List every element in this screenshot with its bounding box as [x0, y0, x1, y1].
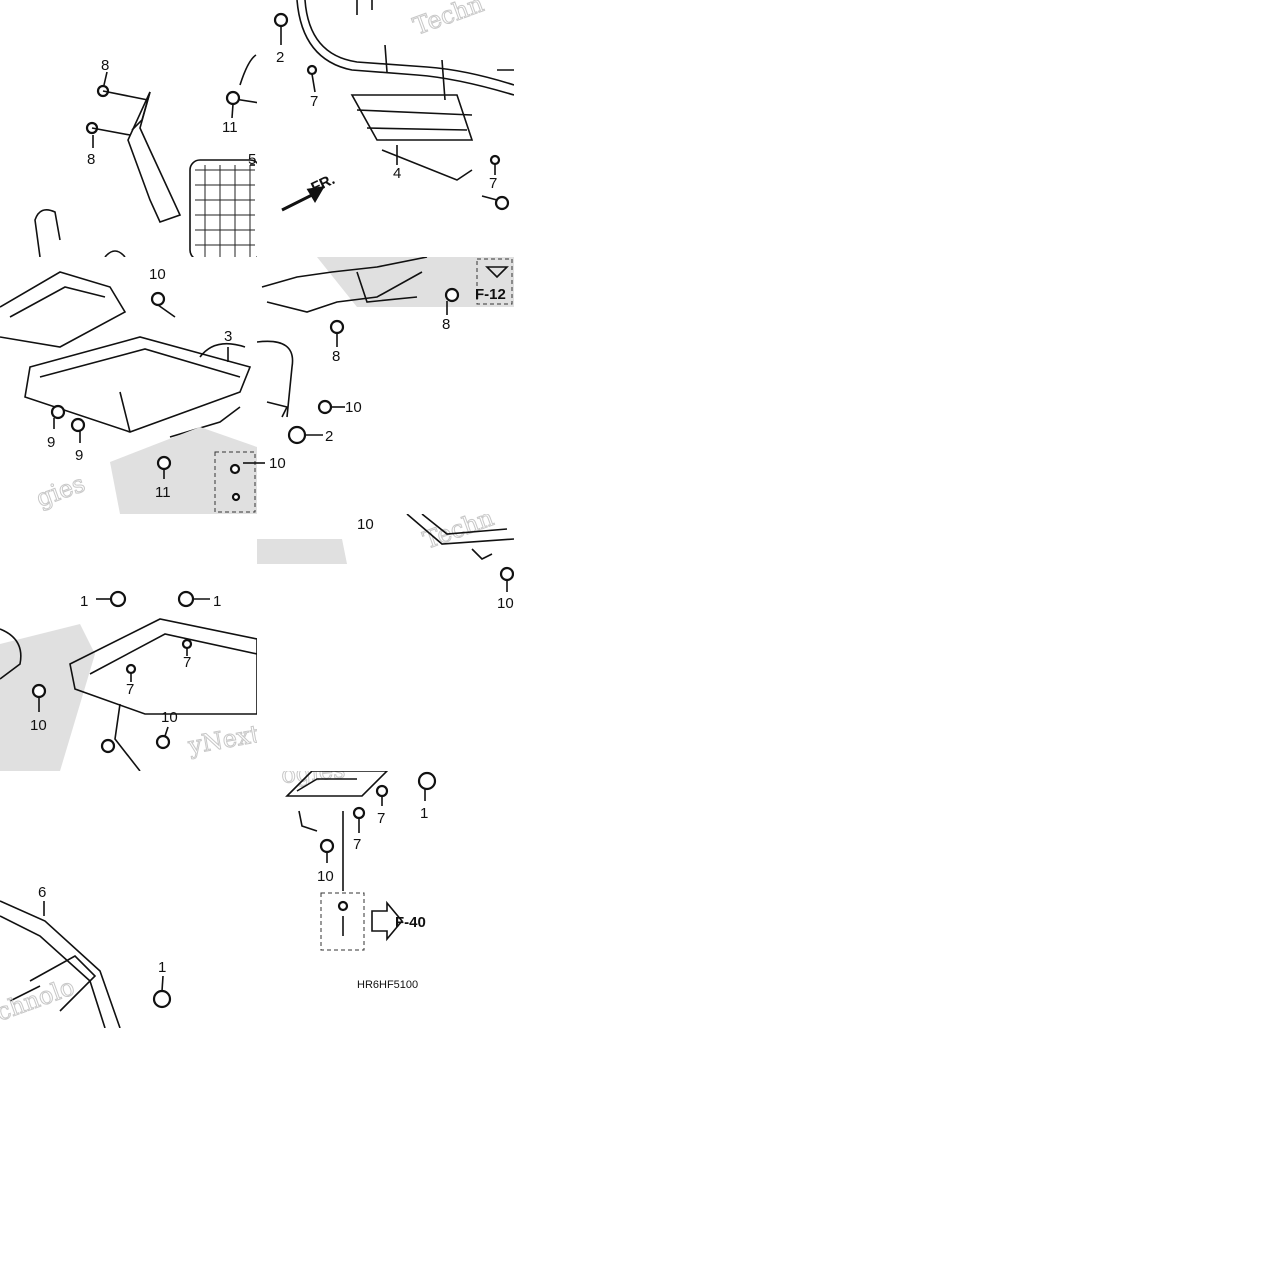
- ref-label: F-12: [475, 286, 506, 303]
- callout: 7: [353, 836, 361, 853]
- callout: 5: [248, 151, 256, 168]
- tile-rear-fasteners: ogies F-40 HR6HF5100 7 7 1 10: [257, 771, 514, 1028]
- tile-front-carrier: gies 10 3 9 9 11: [0, 257, 257, 514]
- svg-text:yNext: yNext: [185, 720, 257, 760]
- callout: 10: [357, 516, 374, 533]
- callout: 1: [420, 805, 428, 822]
- callout: 1: [213, 593, 221, 610]
- tile-front-bumper: Techn FR. 2 7 4 7: [257, 0, 514, 257]
- svg-text:ogies: ogies: [280, 771, 346, 789]
- callout: 7: [310, 93, 318, 110]
- svg-text:gies: gies: [32, 469, 88, 512]
- callout: 10: [161, 709, 178, 726]
- callout: 8: [101, 57, 109, 74]
- tile-rear-carrier: yNext 1 1 7 7 10 10: [0, 514, 257, 771]
- callout: 9: [75, 447, 83, 464]
- callout: 10: [317, 868, 334, 885]
- callout: 11: [155, 484, 171, 501]
- callout: 8: [332, 348, 340, 365]
- callout: 7: [183, 654, 191, 671]
- callout: 7: [377, 810, 385, 827]
- callout: 10: [345, 399, 362, 416]
- diagram-code: HR6HF5100: [357, 979, 418, 991]
- svg-text:Techn: Techn: [409, 0, 487, 41]
- tile-fragment: Techn 10 10: [257, 514, 514, 614]
- callout: 2: [325, 428, 333, 445]
- callout: 10: [30, 717, 47, 734]
- callout: 10: [497, 595, 514, 612]
- callout: 8: [442, 316, 450, 333]
- callout: 7: [126, 681, 134, 698]
- callout: 10: [149, 266, 166, 283]
- callout: 11: [222, 119, 238, 136]
- callout: 1: [80, 593, 88, 610]
- callout: 3: [224, 328, 232, 345]
- direction-label: FR.: [309, 171, 338, 197]
- callout: 7: [489, 175, 497, 192]
- callout: 8: [87, 151, 95, 168]
- tile-rear-frame: chnolo 6 1: [0, 771, 257, 1028]
- tile-bumper-fasteners: F-12 8 8 10 2 10: [257, 257, 514, 514]
- callout: 9: [47, 434, 55, 451]
- callout: 6: [38, 884, 46, 901]
- ref-label: F-40: [395, 914, 426, 931]
- callout: 2: [276, 49, 284, 66]
- callout: 4: [393, 165, 401, 182]
- callout: 1: [158, 959, 166, 976]
- svg-text:chnolo: chnolo: [0, 973, 78, 1027]
- tile-guard-panel: 8 8 11 5: [0, 0, 257, 257]
- callout: 10: [269, 455, 286, 472]
